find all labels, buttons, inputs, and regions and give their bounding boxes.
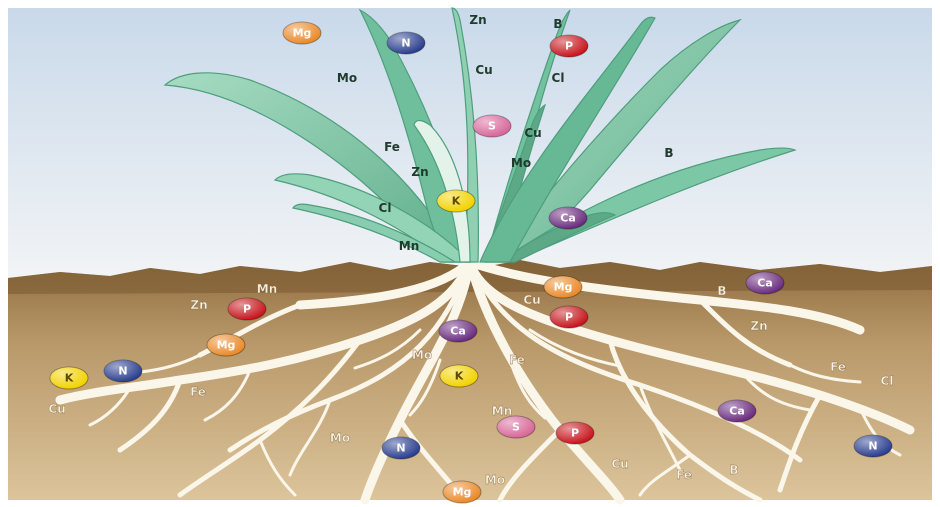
element-label-cu-4: Cu	[48, 402, 65, 416]
element-label-mo-2: Mo	[511, 156, 531, 170]
svg-text:Ca: Ca	[757, 277, 773, 290]
element-label-zn-2: Zn	[411, 165, 428, 179]
element-label-mo-3: Mo	[412, 348, 432, 362]
svg-text:K: K	[65, 372, 74, 385]
svg-text:P: P	[565, 40, 573, 53]
svg-text:P: P	[571, 427, 579, 440]
element-badge-n-2: N	[104, 360, 142, 382]
element-label-zn-4: Zn	[750, 319, 767, 333]
element-label-fe-4: Fe	[190, 385, 206, 399]
svg-text:S: S	[488, 120, 496, 133]
element-badge-ca-3: Ca	[439, 320, 477, 342]
element-badge-mg-2: Mg	[544, 276, 582, 298]
element-badge-n-4: N	[854, 435, 892, 457]
element-label-cu-1: Cu	[475, 63, 492, 77]
element-badge-s-1: S	[473, 115, 511, 137]
element-badge-ca-1: Ca	[549, 207, 587, 229]
svg-text:N: N	[868, 440, 877, 453]
element-badge-p-2: P	[228, 298, 266, 320]
element-label-fe-3: Fe	[830, 360, 846, 374]
element-label-cu-5: Cu	[611, 457, 628, 471]
element-label-cl-2: Cl	[379, 201, 392, 215]
element-label-b-1: B	[553, 17, 562, 31]
element-badge-ca-4: Ca	[718, 400, 756, 422]
element-label-cu-2: Cu	[524, 126, 541, 140]
element-badge-mg-3: Mg	[207, 334, 245, 356]
element-label-mo-4: Mo	[330, 431, 350, 445]
svg-text:S: S	[512, 421, 520, 434]
element-badge-ca-2: Ca	[746, 272, 784, 294]
svg-text:Ca: Ca	[450, 325, 466, 338]
element-badge-p-1: P	[550, 35, 588, 57]
svg-text:Ca: Ca	[560, 212, 576, 225]
svg-text:Mg: Mg	[217, 339, 236, 352]
svg-text:Mg: Mg	[554, 281, 573, 294]
svg-text:K: K	[452, 195, 461, 208]
element-label-fe-5: Fe	[676, 468, 692, 482]
element-label-fe-2: Fe	[509, 353, 525, 367]
element-badge-n-1: N	[387, 32, 425, 54]
element-badge-mg-1: Mg	[283, 22, 321, 44]
element-label-zn-3: Zn	[190, 298, 207, 312]
svg-text:N: N	[401, 37, 410, 50]
svg-text:Mg: Mg	[293, 27, 312, 40]
element-label-mo-5: Mo	[485, 473, 505, 487]
element-label-mn-2: Mn	[257, 282, 277, 296]
element-label-cl-3: Cl	[881, 374, 894, 388]
element-label-cl-1: Cl	[552, 71, 565, 85]
element-label-b-3: B	[717, 284, 726, 298]
svg-text:P: P	[565, 311, 573, 324]
svg-text:N: N	[396, 442, 405, 455]
element-badge-mg-4: Mg	[443, 481, 481, 503]
element-badge-p-3: P	[550, 306, 588, 328]
svg-text:P: P	[243, 303, 251, 316]
element-label-fe-1: Fe	[384, 140, 400, 154]
element-badge-k-1: K	[437, 190, 475, 212]
svg-text:Ca: Ca	[729, 405, 745, 418]
element-badge-k-2: K	[50, 367, 88, 389]
element-badge-p-4: P	[556, 422, 594, 444]
element-label-b-2: B	[664, 146, 673, 160]
element-badge-s-2: S	[497, 416, 535, 438]
element-label-zn-1: Zn	[469, 13, 486, 27]
element-badge-k-3: K	[440, 365, 478, 387]
svg-text:Mg: Mg	[453, 486, 472, 499]
element-label-mn-1: Mn	[399, 239, 419, 253]
element-label-mo-1: Mo	[337, 71, 357, 85]
element-label-cu-3: Cu	[523, 293, 540, 307]
svg-text:K: K	[455, 370, 464, 383]
element-badge-n-3: N	[382, 437, 420, 459]
element-label-b-4: B	[729, 463, 738, 477]
element-label-mn-3: Mn	[492, 404, 512, 418]
svg-text:N: N	[118, 365, 127, 378]
